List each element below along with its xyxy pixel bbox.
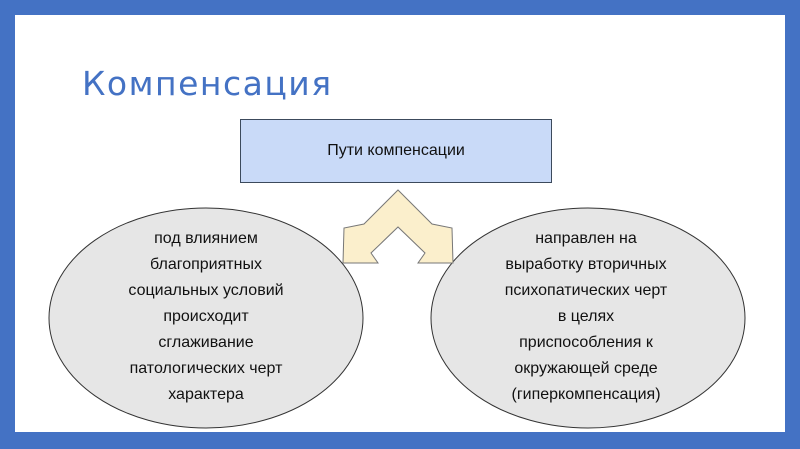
left-oval (48, 207, 364, 429)
text-line: характера (168, 386, 244, 403)
text-line: благоприятных (150, 256, 262, 273)
text-line: сглаживание (158, 334, 254, 351)
slide-title: Компенсация (82, 64, 333, 103)
double-chevron-arrow-icon (342, 189, 454, 264)
text-line: (гиперкомпенсация) (511, 386, 661, 403)
text-line: под влиянием (154, 230, 258, 247)
compensation-ways-box: Пути компенсации (240, 119, 552, 183)
text-line: приспособления к (519, 334, 653, 351)
text-line: социальных условий (128, 282, 284, 299)
text-line: направлен на (535, 230, 637, 247)
text-line: патологических черт (129, 360, 283, 377)
box-label: Пути компенсации (327, 142, 465, 159)
left-oval-text: под влиянием благоприятных социальных ус… (86, 226, 326, 408)
right-oval-text: направлен на выработку вторичных психопа… (466, 226, 706, 408)
text-line: происходит (163, 308, 249, 325)
text-line: выработку вторичных (505, 256, 667, 273)
text-line: психопатических черт (504, 282, 668, 299)
text-line: в целях (557, 308, 615, 325)
text-line: окружающей среде (514, 360, 658, 377)
right-oval (430, 207, 746, 429)
